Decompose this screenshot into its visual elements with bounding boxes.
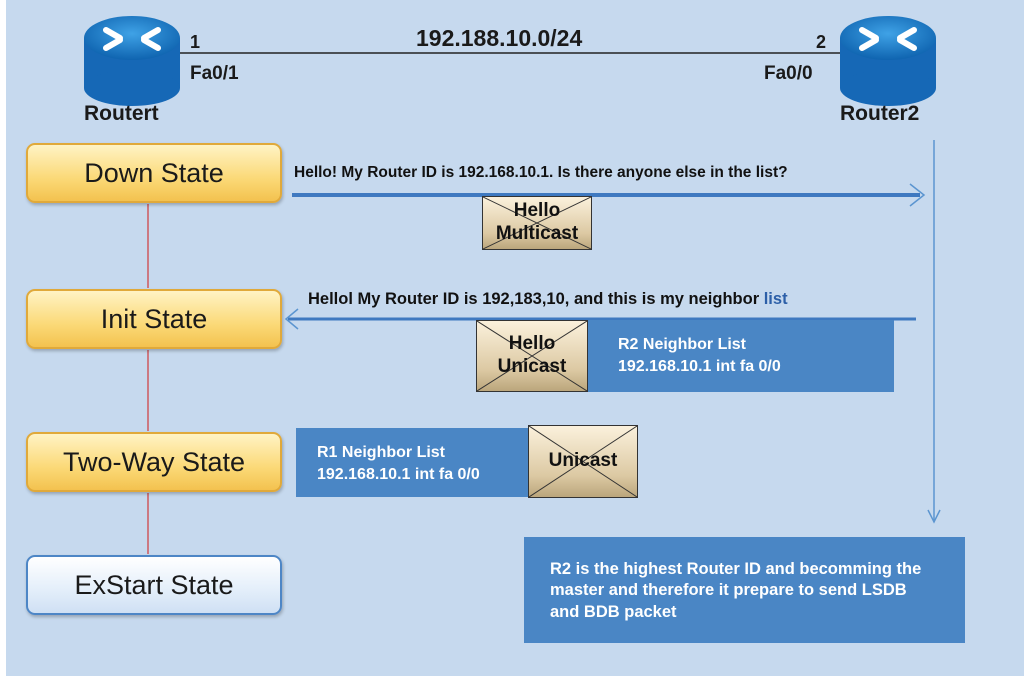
envelope-line: Unicast — [548, 450, 618, 472]
r1-list-title: R1 Neighbor List — [317, 444, 446, 461]
envelope-line: Multicast — [495, 223, 579, 244]
envelope-line: Hello — [508, 333, 556, 355]
router1-icon — [84, 16, 180, 106]
router2-interface: Fa0/0 — [764, 63, 813, 84]
router2-name: Router2 — [840, 102, 920, 125]
router1-port-number: 1 — [190, 32, 201, 52]
connector-lines — [84, 16, 941, 554]
arrow-left-icon — [284, 308, 299, 330]
envelope-icon — [477, 321, 587, 391]
r2-neighbor-list: R2 Neighbor List 192.168.10.1 int fa 0/0 — [588, 320, 894, 392]
state-two-way: Two-Way State — [26, 432, 282, 492]
state-exstart: ExStart State — [26, 555, 282, 615]
r1-list-entry: 192.168.10.1 int fa 0/0 — [317, 466, 480, 484]
router1-name: Routert — [84, 102, 159, 125]
arrow-right-icon — [909, 183, 926, 207]
master-note: R2 is the highest Router ID and becommin… — [524, 537, 965, 643]
r2-list-title: R2 Neighbor List — [618, 336, 747, 353]
envelope-line: Hello — [513, 200, 561, 222]
r2-list-entry: 192.168.10.1 int fa 0/0 — [618, 358, 781, 376]
envelope-line: Unicast — [497, 356, 567, 377]
unicast-envelope: Unicast — [528, 425, 638, 498]
router2-port-number: 2 — [816, 32, 827, 52]
envelope-icon — [529, 426, 637, 497]
state-init: Init State — [26, 289, 282, 349]
state-down: Down State — [26, 143, 282, 203]
hello-message-2-highlight: list — [763, 290, 788, 308]
router1-interface: Fa0/1 — [190, 63, 239, 84]
hello-message-2-text: Hellol My Router ID is 192,183,10, and t… — [308, 290, 764, 308]
network-label: 192.188.10.0/24 — [416, 25, 583, 51]
envelope-icon — [483, 197, 591, 249]
arrow-down-icon — [927, 509, 941, 524]
r1-neighbor-list: R1 Neighbor List 192.168.10.1 int fa 0/0 — [296, 428, 528, 497]
hello-message-1: Hello! My Router ID is 192.168.10.1. Is … — [294, 164, 788, 181]
hello-message-2: Hellol My Router ID is 192,183,10, and t… — [308, 290, 788, 309]
diagram-canvas: 1 Fa0/1 Routert 192.188.10.0/24 2 Fa0/0 … — [6, 0, 1024, 676]
router2-icon — [840, 16, 936, 106]
